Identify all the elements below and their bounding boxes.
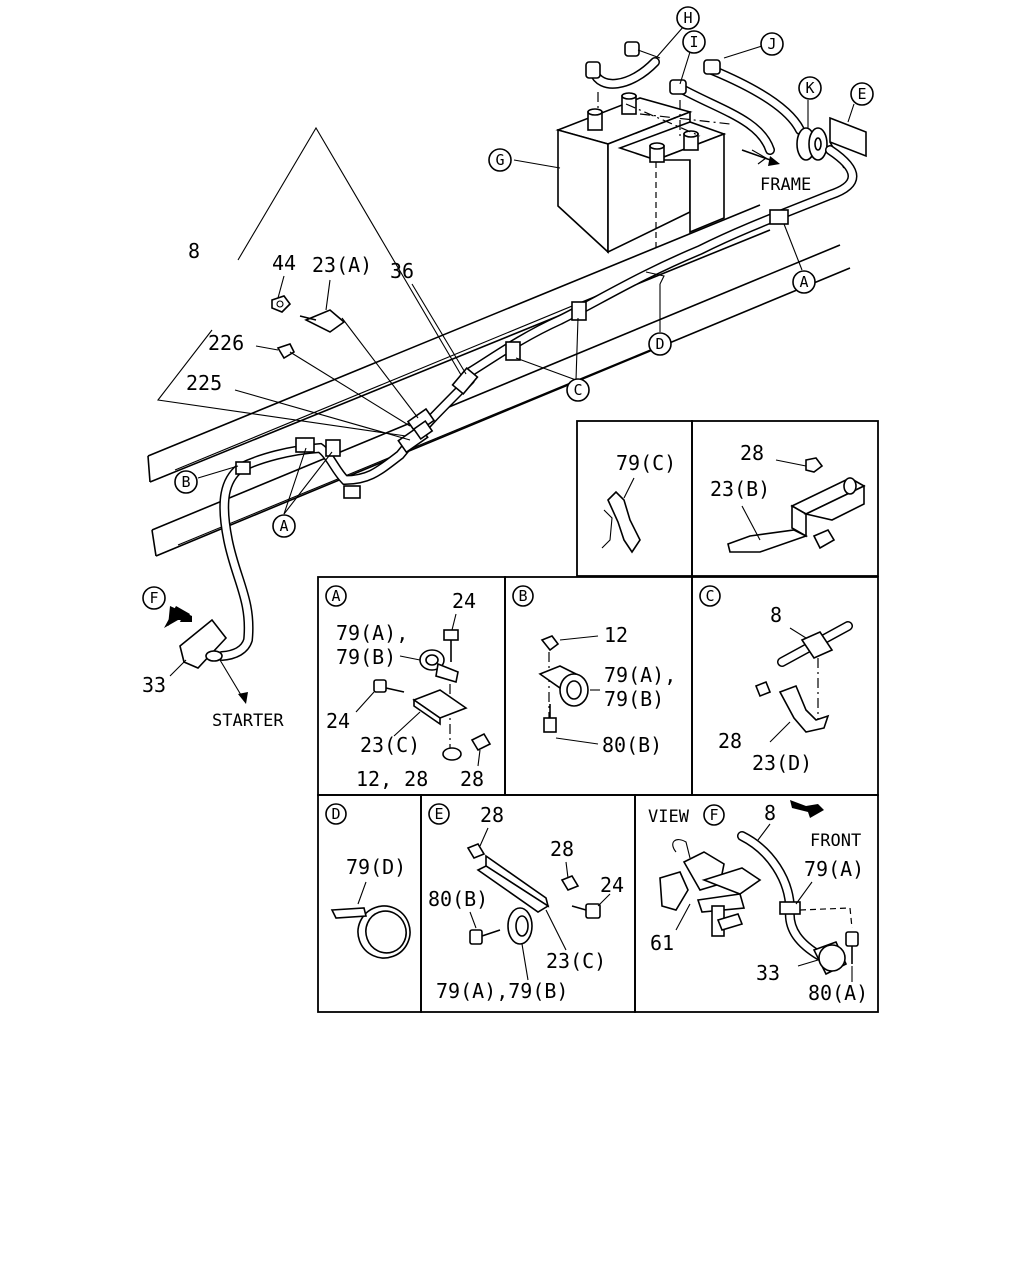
callout-d: D <box>648 332 672 356</box>
svg-text:E: E <box>857 85 866 103</box>
panel-c-label-23d: 23(D) <box>752 751 812 775</box>
panel-e-label-79ab: 79(A),79(B) <box>436 979 568 1003</box>
panel-d: D 79(D) <box>317 794 422 1013</box>
panel-d-tag: D <box>325 803 347 825</box>
label-starter: STARTER <box>212 711 284 731</box>
panel-d-label-79d: 79(D) <box>346 855 406 879</box>
panel-c-label-8: 8 <box>770 603 782 627</box>
panel-f-label-front: FRONT <box>810 831 861 851</box>
main-assembly: 8 44 23(A) 36 226 225 33 STARTER FRAME H… <box>142 6 874 731</box>
svg-text:B: B <box>181 473 190 491</box>
svg-text:I: I <box>689 33 698 51</box>
panel-a-tag: A <box>325 585 347 607</box>
panel-a-label-12-28: 12, 28 <box>356 767 428 791</box>
svg-text:K: K <box>805 79 814 97</box>
view-f-arrow <box>164 606 192 628</box>
callout-b: B <box>174 470 198 494</box>
panel-a: A 24 79(A), 79(B) 24 23(C) 12, 28 28 <box>317 576 506 796</box>
panel-f-label-80a: 80(A) <box>808 981 868 1005</box>
panel-b-label-79b: 79(B) <box>604 687 664 711</box>
label-23a: 23(A) <box>312 253 372 277</box>
chassis-frame <box>147 204 851 557</box>
panel-f-label-33: 33 <box>756 961 780 985</box>
svg-text:D: D <box>655 335 664 353</box>
front-arrow-icon <box>790 800 824 818</box>
svg-text:C: C <box>705 587 714 605</box>
panel-e: E 28 28 80(B) 24 23(C) 79(A),79(B) <box>420 794 636 1013</box>
callout-k: K <box>798 76 822 100</box>
panel-c-tag: C <box>699 585 721 607</box>
panel-b-label-79a: 79(A), <box>604 663 676 687</box>
panel-f-tag: F <box>703 804 725 826</box>
panel-f: VIEW F 8 FRONT 79(A) 61 33 80(A) <box>634 794 879 1013</box>
panel-e-label-28a: 28 <box>480 803 504 827</box>
svg-text:D: D <box>331 805 340 823</box>
battery-cables <box>585 41 805 165</box>
svg-text:A: A <box>331 587 340 605</box>
callout-e: E <box>850 82 874 106</box>
panel-79c: 79(C) <box>576 420 693 577</box>
svg-text:J: J <box>767 35 776 53</box>
svg-text:F: F <box>149 589 158 607</box>
battery-g <box>555 92 731 254</box>
panel-a-label-79b: 79(B) <box>336 645 396 669</box>
callout-a-right: A <box>792 270 816 294</box>
panel-a-label-28: 28 <box>460 767 484 791</box>
panel-f-label-79a: 79(A) <box>804 857 864 881</box>
panel-e-tag: E <box>428 803 450 825</box>
panel-e-label-24: 24 <box>600 873 624 897</box>
panel-e-label-23c: 23(C) <box>546 949 606 973</box>
label-226: 226 <box>208 331 244 355</box>
callout-c: C <box>566 378 590 402</box>
frame-arrow <box>741 149 780 166</box>
label-33: 33 <box>142 673 166 697</box>
panel-f-label-8: 8 <box>764 801 776 825</box>
panel-e-label-28b: 28 <box>550 837 574 861</box>
svg-text:F: F <box>709 806 718 824</box>
callout-f: F <box>142 586 166 610</box>
svg-text:H: H <box>683 9 692 27</box>
panel-a-label-24-top: 24 <box>452 589 476 613</box>
main-harness <box>179 145 858 669</box>
svg-text:E: E <box>434 805 443 823</box>
panel-b-label-12: 12 <box>604 623 628 647</box>
callout-a-left: A <box>272 514 296 538</box>
panel-23b: 28 23(B) <box>691 420 879 577</box>
label-44: 44 <box>272 251 296 275</box>
svg-text:B: B <box>518 587 527 605</box>
label-frame: FRAME <box>760 175 811 195</box>
label-36: 36 <box>390 259 414 283</box>
panel-c-label-28: 28 <box>718 729 742 753</box>
panel-a-label-79a: 79(A), <box>336 621 408 645</box>
callout-i: I <box>682 30 706 54</box>
panel-f-label-61: 61 <box>650 931 674 955</box>
svg-text:A: A <box>279 517 288 535</box>
harness-clamps <box>235 209 789 499</box>
svg-text:G: G <box>495 151 504 169</box>
panel-b-label-80b: 80(B) <box>602 733 662 757</box>
panel-23b-label-28: 28 <box>740 441 764 465</box>
panel-a-label-24-left: 24 <box>326 709 350 733</box>
panel-c: C 8 28 23(D) <box>691 576 879 796</box>
label-225: 225 <box>186 371 222 395</box>
panel-b-tag: B <box>512 585 534 607</box>
panel-b: B 12 79(A), 79(B) 80(B) <box>504 576 693 796</box>
panel-79c-label: 79(C) <box>616 451 676 475</box>
callout-j: J <box>760 32 784 56</box>
callout-h: H <box>676 6 700 30</box>
callout-g: G <box>488 148 512 172</box>
detail-triangle <box>156 126 465 437</box>
panel-23b-label-23b: 23(B) <box>710 477 770 501</box>
panel-a-label-23c: 23(C) <box>360 733 420 757</box>
panel-e-label-80b: 80(B) <box>428 887 488 911</box>
label-8: 8 <box>188 239 200 263</box>
svg-text:A: A <box>799 273 808 291</box>
leader-lines <box>169 25 855 704</box>
panel-f-label-view: VIEW <box>648 807 690 827</box>
grommet-k <box>796 127 828 161</box>
svg-text:C: C <box>573 381 582 399</box>
